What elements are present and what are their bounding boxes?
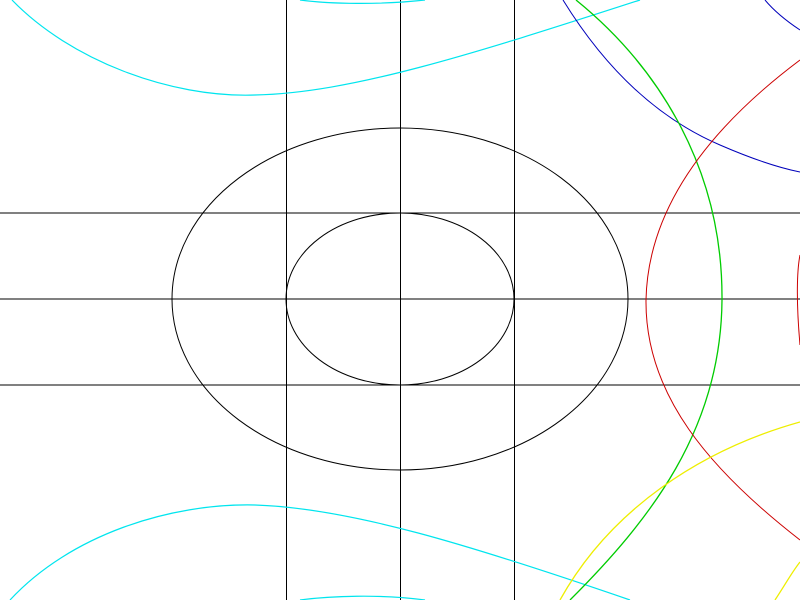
cyan-curves xyxy=(9,0,641,600)
cyan-curve-bottom xyxy=(9,504,631,600)
yellow-curve xyxy=(559,421,800,600)
red-curve-edge xyxy=(796,254,800,346)
green-curve xyxy=(569,0,723,600)
inner-ellipse xyxy=(285,212,515,386)
black-ellipses xyxy=(171,127,629,471)
yellow-curve-corner xyxy=(774,561,800,600)
blue-curve-corner xyxy=(764,0,800,31)
outer-ellipse xyxy=(171,127,629,471)
cyan-curve-top xyxy=(11,0,641,96)
red-curve xyxy=(645,59,800,541)
blue-curve xyxy=(562,0,800,173)
cyan-curve-top-edge xyxy=(299,0,426,4)
cyan-curve-bottom-edge xyxy=(299,595,426,600)
